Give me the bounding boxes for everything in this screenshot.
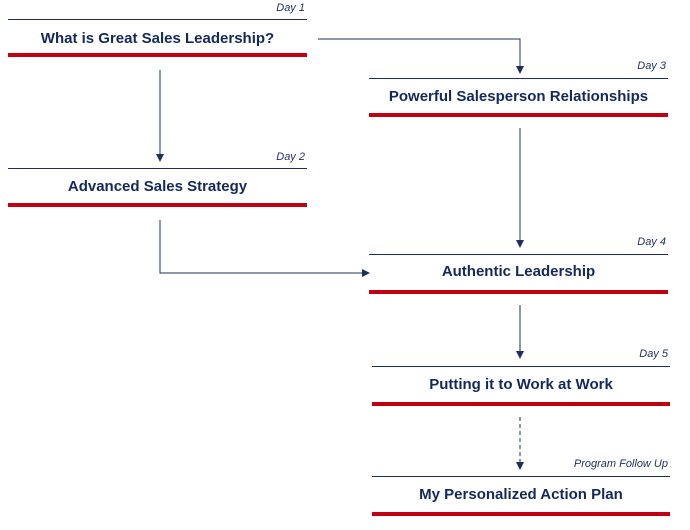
step-day-label: Program Follow Up [573, 458, 668, 470]
step-day-2: Day 2 Advanced Sales Strategy [8, 150, 307, 208]
step-day-5: Day 5 Putting it to Work at Work [372, 346, 670, 408]
step-day-4: Day 4 Authentic Leadership [369, 235, 668, 295]
step-title: Putting it to Work at Work [429, 376, 613, 393]
step-title: Authentic Leadership [441, 263, 596, 280]
step-bottom-rule [369, 290, 668, 294]
step-bottom-rule [372, 512, 670, 516]
step-bottom-rule [372, 402, 670, 406]
step-day-label: Day 3 [637, 60, 666, 72]
step-program-follow-up: Program Follow Up My Personalized Action… [372, 456, 670, 518]
step-bottom-rule [8, 203, 307, 207]
step-day-label: Day 2 [276, 151, 305, 163]
step-day-label: Day 1 [276, 2, 305, 14]
step-title: What is Great Sales Leadership? [40, 30, 275, 47]
step-day-3: Day 3 Powerful Salesperson Relationships [369, 58, 668, 118]
step-bottom-rule [8, 53, 307, 57]
step-title: My Personalized Action Plan [419, 486, 623, 503]
arrow-day2-to-day4 [159, 220, 370, 277]
step-top-rule [372, 366, 670, 367]
step-title: Advanced Sales Strategy [67, 178, 248, 195]
arrow-day1-to-day3 [318, 38, 524, 74]
step-top-rule [8, 168, 307, 169]
step-day-label: Day 4 [637, 236, 666, 248]
step-title: Powerful Salesperson Relationships [388, 88, 649, 105]
step-top-rule [8, 19, 307, 20]
step-bottom-rule [369, 113, 668, 117]
step-day-1: Day 1 What is Great Sales Leadership? [8, 0, 307, 58]
step-top-rule [372, 476, 670, 477]
step-day-label: Day 5 [639, 348, 668, 360]
step-top-rule [369, 78, 668, 79]
step-top-rule [369, 254, 668, 255]
